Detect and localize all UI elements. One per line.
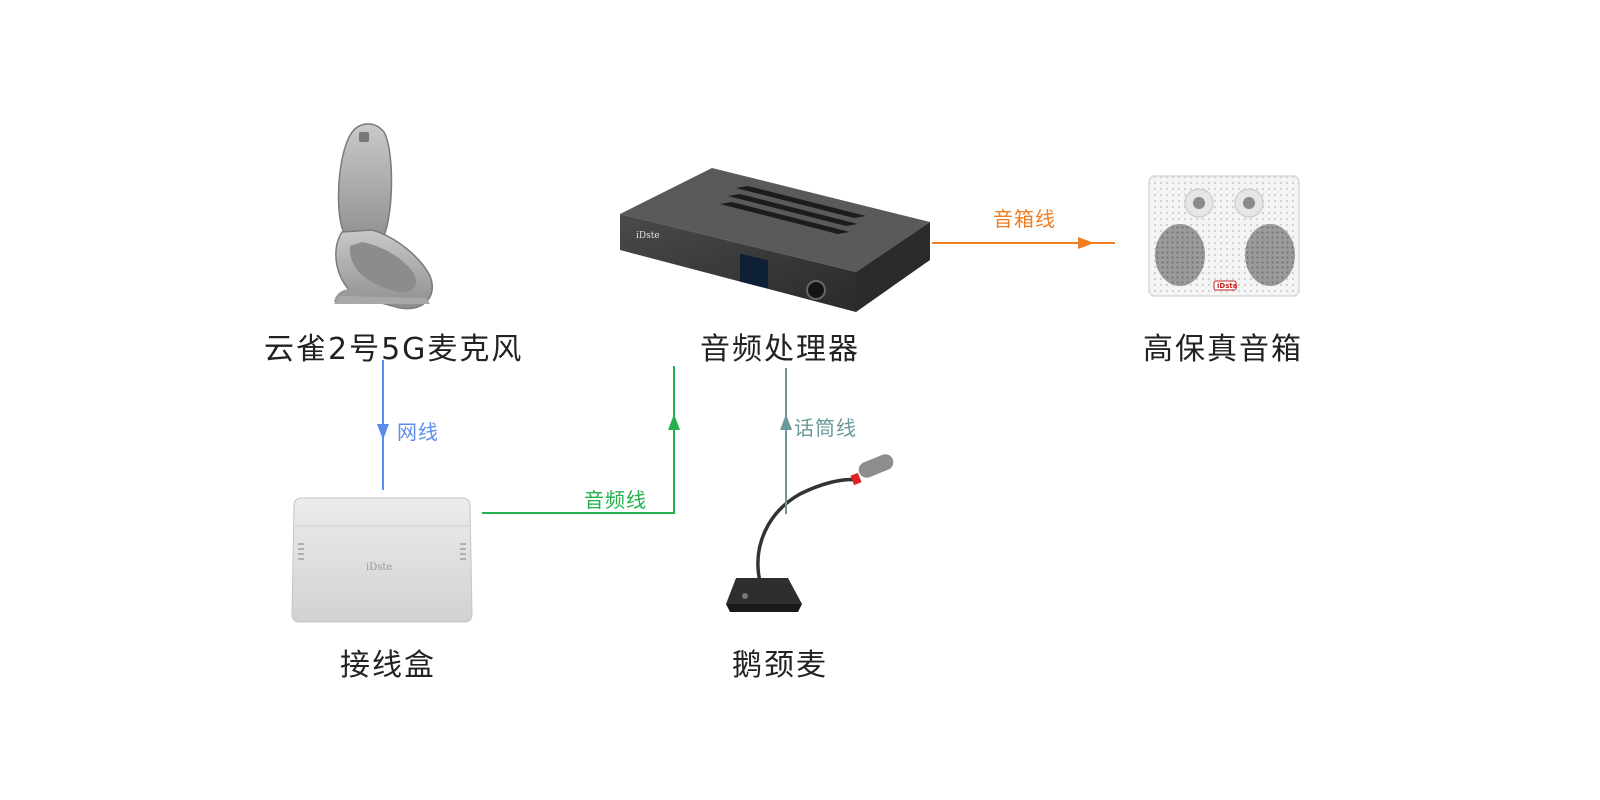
audio-cable-label: 音频线 bbox=[584, 488, 647, 512]
gooseneck-microphone-label: 鹅颈麦 bbox=[732, 648, 828, 683]
audio-processor-icon: iDste bbox=[620, 168, 930, 312]
hifi-speaker-icon: iDste bbox=[1148, 175, 1300, 297]
junction-box-label: 接线盒 bbox=[340, 648, 436, 683]
speaker-cable-label: 音箱线 bbox=[993, 207, 1056, 231]
audio-cable-arrow-icon bbox=[668, 414, 680, 430]
network-cable-arrow-icon bbox=[377, 424, 389, 440]
gooseneck-microphone-icon bbox=[726, 454, 894, 612]
junction-brand-logo: iDste bbox=[366, 562, 392, 573]
hifi-speaker-label: 高保真音箱 bbox=[1143, 332, 1303, 367]
mic-cable-label: 话筒线 bbox=[794, 416, 857, 440]
audio-processor-label: 音频处理器 bbox=[700, 332, 860, 367]
network-cable-label: 网线 bbox=[397, 420, 439, 444]
wireless-microphone-icon bbox=[334, 123, 433, 310]
junction-box-icon: iDste bbox=[291, 497, 473, 623]
speaker-cable-arrow-icon bbox=[1078, 237, 1094, 249]
speaker-brand-logo: iDste bbox=[1217, 282, 1238, 290]
mic-cable-arrow-icon bbox=[780, 414, 792, 430]
processor-brand-logo: iDste bbox=[636, 231, 660, 241]
wireless-microphone-label: 云雀2号5G麦克风 bbox=[264, 332, 524, 367]
